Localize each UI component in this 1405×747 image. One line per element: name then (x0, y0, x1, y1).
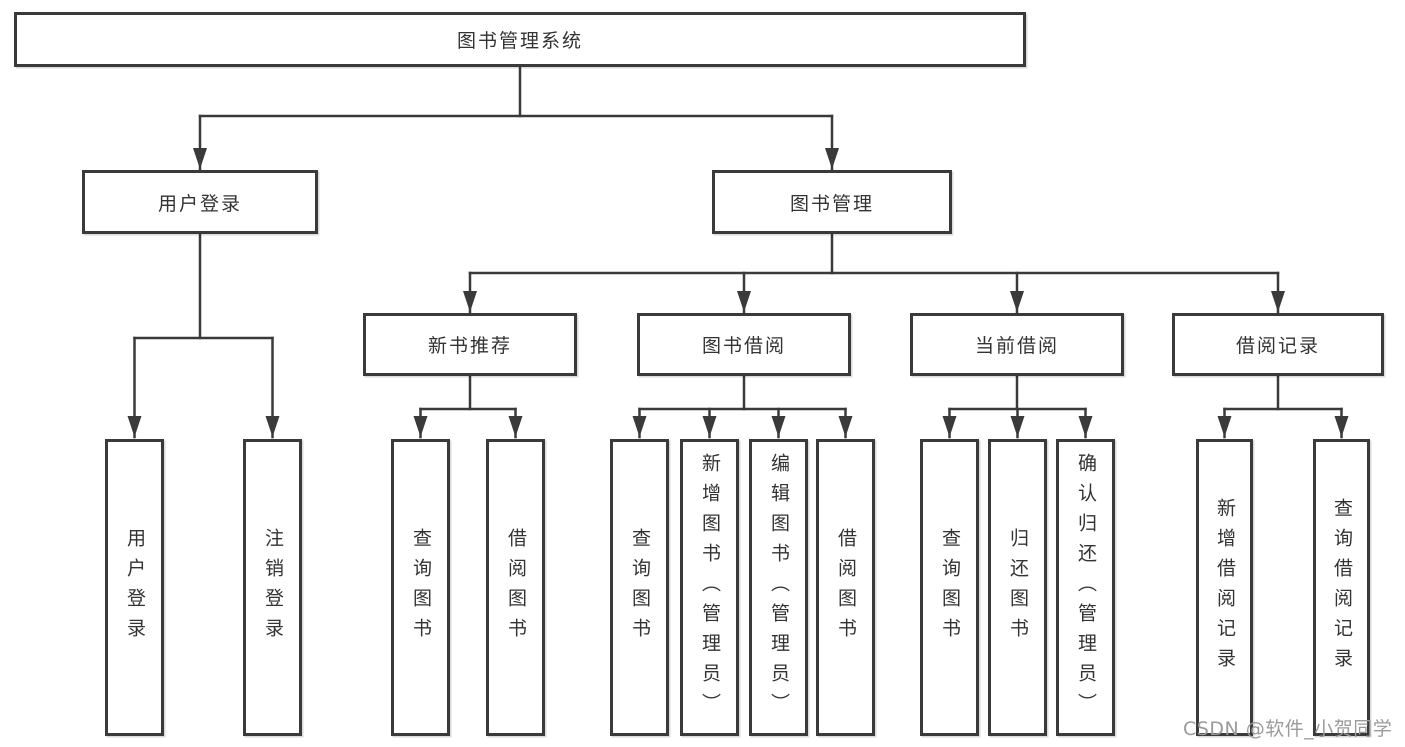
leaf-nbr-query-book: 查询图书 (391, 439, 450, 736)
leaf-bb-edit-book-admin: 编辑图书（管理员） (749, 439, 808, 736)
node-book-borrow: 图书借阅 (637, 313, 851, 376)
edges-new-book-recommend-to-leaves (413, 374, 523, 439)
leaf-bb-borrow-book: 借阅图书 (816, 439, 875, 736)
leaf-bb-query-book: 查询图书 (610, 439, 669, 736)
leaf-bb-add-book-admin: 新增图书（管理员） (680, 439, 739, 736)
edges-current-borrow-to-leaves (942, 374, 1093, 439)
leaf-nbr-borrow-book: 借阅图书 (486, 439, 545, 736)
leaf-user-login: 用户登录 (105, 439, 164, 736)
leaf-cb-confirm-return-admin: 确认归还（管理员） (1056, 439, 1115, 736)
node-library-management-system: 图书管理系统 (14, 12, 1026, 67)
leaf-cb-query-book: 查询图书 (920, 439, 979, 736)
leaf-logout: 注销登录 (243, 439, 302, 736)
edges-borrow-record-to-leaves (1217, 374, 1349, 439)
node-new-book-recommend: 新书推荐 (363, 313, 577, 376)
leaf-br-add-record: 新增借阅记录 (1196, 439, 1253, 736)
node-current-borrow: 当前借阅 (910, 313, 1124, 376)
edges-book-management-to-level3 (463, 232, 1285, 314)
node-user-login: 用户登录 (82, 170, 318, 234)
node-book-management: 图书管理 (712, 170, 952, 234)
leaf-br-query-record: 查询借阅记录 (1313, 439, 1370, 736)
edges-user-login-to-leaves (127, 232, 280, 439)
edges-root-to-level2 (193, 65, 839, 171)
csdn-watermark: CSDN @软件_小贺同学 (1183, 718, 1393, 740)
node-borrow-record: 借阅记录 (1172, 313, 1384, 376)
leaf-cb-return-book: 归还图书 (988, 439, 1047, 736)
edges-book-borrow-to-leaves (632, 374, 853, 439)
